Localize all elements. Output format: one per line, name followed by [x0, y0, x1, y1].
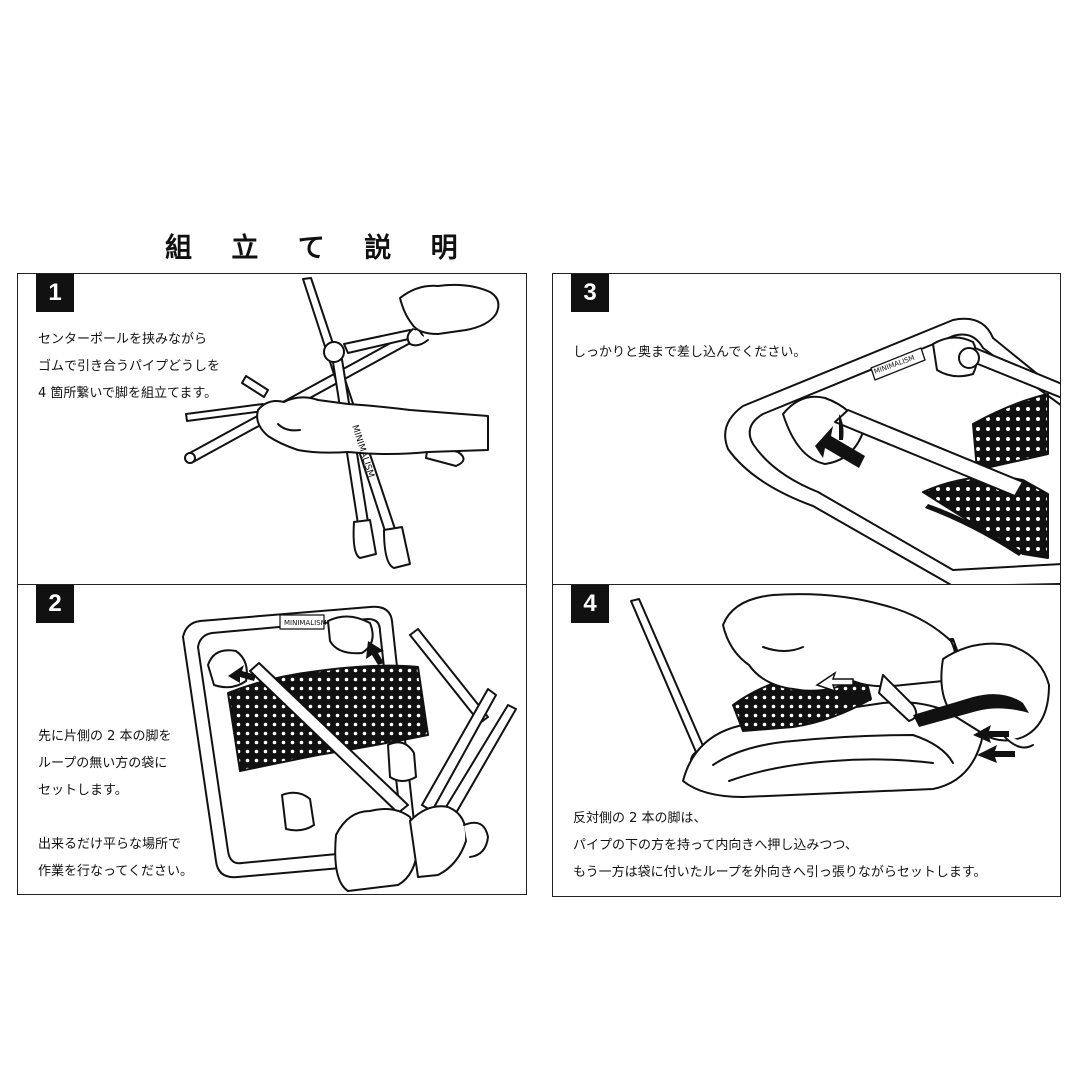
step-1-line-2: ゴムで引き合うパイプどうしを — [38, 359, 221, 374]
step-2-number: 2 — [36, 585, 74, 623]
step-1-line-1: センターポールを挟みながら — [38, 332, 208, 347]
step-3-illustration: MINIMALISM — [724, 317, 1060, 584]
step-1-number: 1 — [36, 274, 74, 312]
step-1-panel: 1 センターポールを挟みながら ゴムで引き合うパイプどうしを 4 箇所繋いで脚を… — [17, 273, 527, 585]
step-3-panel: 3 しっかりと奥まで差し込んでください。 — [552, 273, 1061, 585]
step-2-line-1: 先に片側の 2 本の脚を — [38, 729, 172, 744]
step-3-instruction: しっかりと奥まで差し込んでください。 — [573, 339, 806, 366]
step-1-line-3: 4 箇所繋いで脚を組立てます。 — [38, 386, 218, 401]
step-4-line-2: パイプの下の方を持って内向きへ押し込みつつ、 — [573, 838, 858, 853]
step-2-panel: 2 先に片側の 2 本の脚を ループの無い方の袋に セットします。 出来るだけ平… — [17, 584, 527, 895]
step-4-number: 4 — [571, 585, 609, 623]
page-title: 組 立 て 説 明 — [165, 233, 473, 264]
step-4-line-3: もう一方は袋に付いたループを外向きへ引っ張りながらセットします。 — [573, 865, 987, 880]
step-3-line-1: しっかりと奥まで差し込んでください。 — [573, 345, 807, 360]
step-1-instruction: センターポールを挟みながら ゴムで引き合うパイプどうしを 4 箇所繋いで脚を組立… — [38, 326, 220, 407]
step-2-logo: MINIMALISM — [284, 619, 327, 627]
step-2-line-5: 出来るだけ平らな場所で — [38, 837, 182, 852]
step-1-illustration: MINIMALISM — [184, 277, 500, 569]
step-2-illustration: MINIMALISM — [182, 605, 517, 892]
step-3-number: 3 — [571, 274, 609, 312]
step-2-line-6: 作業を行なってください。 — [38, 864, 193, 879]
step-2-instruction: 先に片側の 2 本の脚を ループの無い方の袋に セットします。 出来るだけ平らな… — [38, 723, 193, 885]
step-4-panel: 4 反対側の 2 本の脚は、 パイプの下の方を持って内向きへ押し込みつつ、 もう… — [552, 584, 1061, 897]
step-2-line-3: セットします。 — [38, 783, 128, 798]
step-4-illustration — [630, 593, 1050, 798]
step-4-instruction: 反対側の 2 本の脚は、 パイプの下の方を持って内向きへ押し込みつつ、 もう一方… — [573, 805, 987, 886]
step-4-line-1: 反対側の 2 本の脚は、 — [573, 811, 707, 826]
step-2-line-2: ループの無い方の袋に — [38, 756, 168, 771]
